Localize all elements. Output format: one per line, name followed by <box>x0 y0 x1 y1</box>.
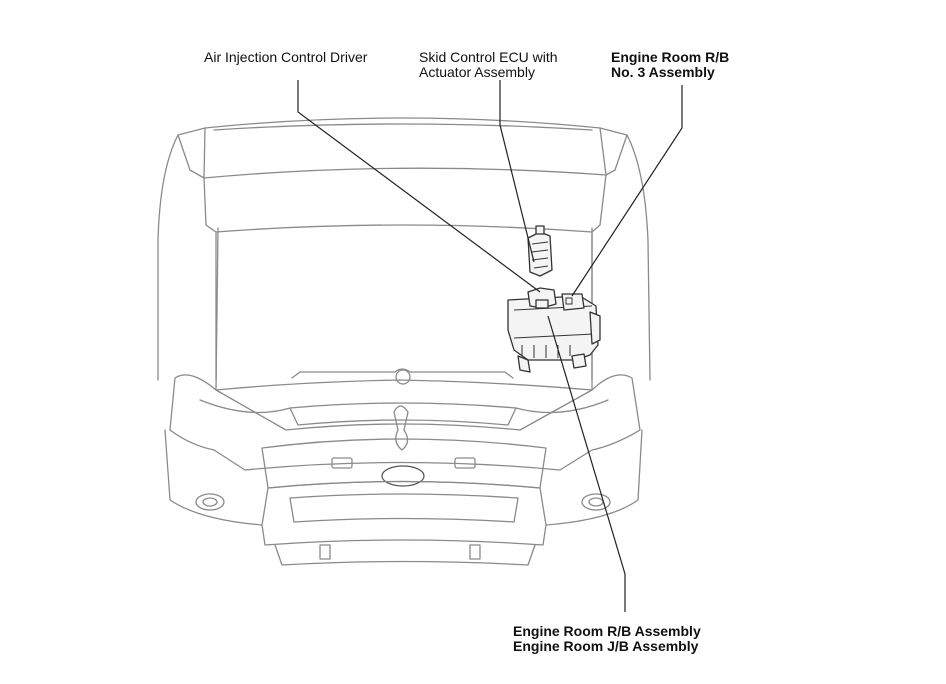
grille-slot-right <box>454 457 476 469</box>
left-a-pillar <box>177 134 205 179</box>
fascia-crease <box>199 399 609 414</box>
engine-bay <box>215 227 593 391</box>
label-air-injection-control-driver: Air Injection Control Driver <box>204 49 368 65</box>
fog-lamp-right <box>581 493 611 511</box>
fog-lamp-left-inner <box>202 497 218 507</box>
bumper-sides <box>164 429 643 526</box>
left-fender-inner <box>203 177 217 381</box>
engine-room-rb-assembly <box>507 287 601 373</box>
front-fascia-upper <box>169 374 641 471</box>
vehicle-outline <box>157 117 651 566</box>
label-engine-room-rb-jb: Engine Room R/B Assembly Engine Room J/B… <box>513 623 701 654</box>
left-fender-outer <box>157 127 206 381</box>
label-skid-control-ecu: Skid Control ECU with Actuator Assembly <box>419 49 558 80</box>
label-engine-room-rb-no3: Engine Room R/B No. 3 Assembly <box>611 49 730 80</box>
hood-latch <box>395 369 411 385</box>
right-fender-outer <box>599 127 651 381</box>
leader-air-injection <box>297 80 541 293</box>
tow-hook-right <box>469 544 481 560</box>
tow-hook-left <box>319 544 331 560</box>
bumper-lower-lip <box>261 524 547 546</box>
leader-skid-control <box>499 80 535 263</box>
right-a-pillar <box>605 134 628 176</box>
grille <box>261 438 547 489</box>
leader-rb-jb <box>547 315 626 612</box>
grille-top <box>289 407 517 426</box>
emblem <box>381 465 425 487</box>
fog-lamp-left <box>195 493 225 511</box>
grille-slot-left <box>331 457 353 469</box>
cowl-line <box>213 123 593 131</box>
skid-control-ecu <box>527 225 553 277</box>
leader-rb3 <box>571 85 683 297</box>
fog-lamp-right-inner <box>588 497 604 507</box>
center-hook <box>393 405 409 451</box>
skid-plate <box>274 544 536 566</box>
lower-air-intake <box>289 493 519 523</box>
hood-latch-panel <box>291 368 514 379</box>
